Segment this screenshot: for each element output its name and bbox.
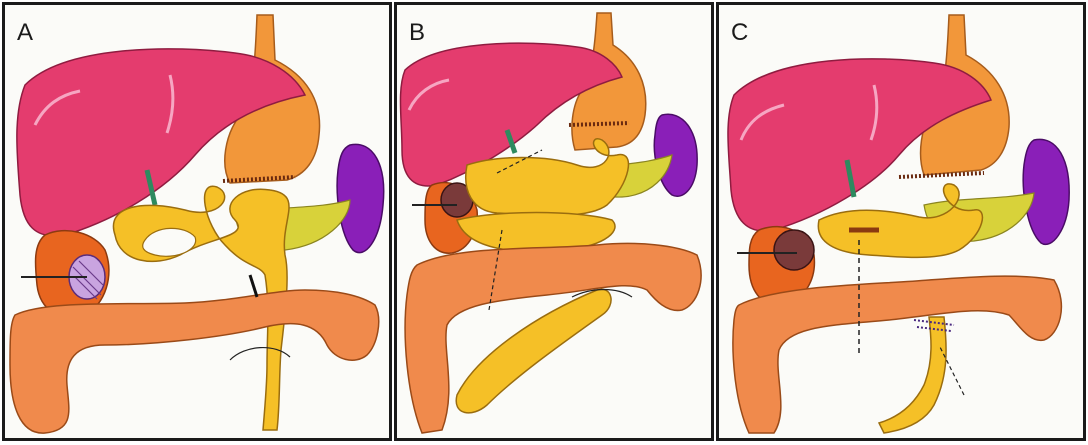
panel-c: C (716, 2, 1086, 441)
spleen (1023, 139, 1069, 244)
panel-b-drawing (397, 5, 711, 438)
spleen (654, 114, 697, 196)
panel-b: B (394, 2, 714, 441)
panel-a-label: A (17, 19, 33, 47)
roux-limb (456, 289, 611, 413)
colon (733, 276, 1061, 433)
roux-limb (879, 317, 946, 433)
tumor-mass (774, 230, 814, 270)
panel-a: A (2, 2, 392, 441)
panel-c-label: C (731, 19, 748, 47)
colon (10, 290, 379, 433)
spleen (337, 144, 384, 252)
clamp-mark (250, 275, 257, 297)
panel-b-label: B (409, 19, 425, 47)
panel-c-drawing (719, 5, 1083, 438)
panel-a-drawing (5, 5, 389, 438)
